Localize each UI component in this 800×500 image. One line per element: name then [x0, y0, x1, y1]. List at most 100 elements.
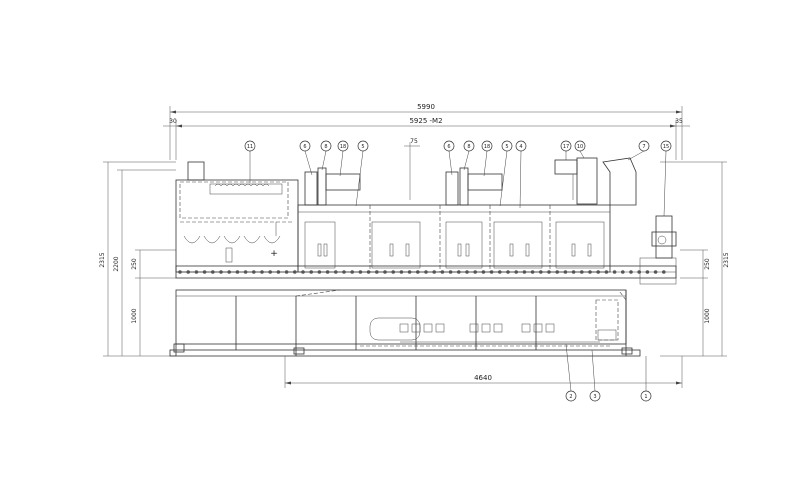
roller	[375, 270, 379, 274]
roller	[268, 270, 273, 274]
callout-11: 11	[244, 140, 256, 152]
roller	[260, 270, 264, 274]
dimension-base-length: 4640	[284, 356, 683, 388]
callout-6b: 6	[443, 140, 455, 152]
roller	[596, 270, 600, 274]
roller	[399, 270, 404, 274]
lower-frame	[169, 289, 641, 357]
roller	[514, 270, 518, 274]
svg-text:10: 10	[577, 144, 583, 150]
inner-width-label: 5925 -M2	[409, 117, 442, 125]
callout-8: 8	[320, 140, 332, 152]
roller	[243, 270, 248, 274]
svg-text:8: 8	[324, 144, 327, 150]
svg-text:11: 11	[247, 144, 253, 150]
dimension-right-heights: 2315 250 1000	[660, 161, 730, 357]
roller	[276, 270, 281, 274]
roller	[202, 270, 207, 274]
left-h1-label: 2315	[99, 252, 106, 267]
svg-text:4: 4	[519, 144, 522, 150]
roller	[448, 270, 453, 274]
roller	[334, 270, 338, 274]
drive-motor	[651, 215, 677, 259]
dimension-inner-width: 5925 -M2 30 35	[163, 117, 690, 160]
roller	[612, 270, 617, 274]
exhaust-stacks	[304, 157, 637, 206]
roller	[235, 270, 240, 274]
roller	[465, 270, 469, 274]
roller	[186, 270, 190, 274]
right-h3-label: 1000	[704, 308, 711, 323]
svg-text:1: 1	[644, 394, 647, 400]
roller	[588, 270, 592, 274]
main-tunnel	[297, 204, 611, 273]
roller	[473, 270, 478, 274]
callout-7: 7	[638, 140, 650, 152]
roller	[325, 270, 330, 274]
callout-5: 5	[357, 140, 369, 152]
callout-2: 2	[565, 390, 577, 402]
svg-text:6: 6	[303, 144, 306, 150]
roller	[530, 270, 535, 274]
roller	[284, 270, 289, 274]
callout-18b: 18	[481, 140, 493, 152]
svg-text:8: 8	[467, 144, 470, 150]
roller	[457, 270, 461, 274]
roller	[342, 270, 346, 274]
svg-text:2: 2	[569, 394, 572, 400]
svg-text:6: 6	[447, 144, 450, 150]
roller	[571, 270, 576, 274]
callout-17: 17	[560, 140, 572, 152]
roller	[522, 270, 527, 274]
roller	[219, 270, 223, 274]
left-h2-label: 2200	[113, 256, 120, 271]
roller	[563, 270, 568, 274]
svg-text:5: 5	[361, 144, 364, 150]
conveyor-rollers	[178, 270, 666, 274]
valve-banks	[360, 317, 617, 347]
roller	[547, 270, 551, 274]
roller	[309, 270, 314, 274]
dimension-overall-width: 5990	[169, 103, 683, 160]
roller	[506, 270, 510, 274]
overall-width-label: 5990	[417, 103, 435, 111]
roller	[391, 270, 396, 274]
top-small-label: 75	[410, 138, 418, 145]
dimension-top-small: 75	[404, 138, 420, 200]
roller	[489, 270, 494, 274]
right-h1-label: 2315	[723, 252, 730, 267]
roller	[211, 270, 215, 274]
roller	[424, 270, 428, 274]
svg-text:15: 15	[663, 144, 669, 150]
roller	[440, 270, 445, 274]
roller	[637, 270, 641, 274]
right-offset-label: 35	[675, 118, 683, 125]
svg-text:18: 18	[484, 144, 490, 150]
roller	[604, 270, 609, 274]
roller	[481, 270, 486, 274]
roller	[580, 270, 584, 274]
callout-15: 15	[660, 140, 672, 152]
right-h2-label: 250	[704, 258, 711, 270]
roller	[317, 270, 322, 274]
left-h3-label: 250	[131, 258, 138, 270]
roller	[645, 270, 650, 274]
roller	[383, 270, 387, 274]
callout-10: 10	[574, 140, 586, 152]
roller	[498, 270, 502, 274]
roller	[621, 270, 625, 274]
callout-4: 4	[515, 140, 527, 152]
roller	[539, 270, 543, 274]
roller	[194, 270, 199, 274]
roller	[358, 270, 363, 274]
left-h4-label: 1000	[131, 308, 138, 323]
roller	[416, 270, 420, 274]
callout-8b: 8	[463, 140, 475, 152]
left-offset-label: 30	[169, 118, 177, 125]
roller	[653, 270, 658, 274]
svg-text:18: 18	[340, 144, 346, 150]
callout-5b: 5	[501, 140, 513, 152]
roller	[178, 270, 182, 274]
left-hood-section: +	[175, 161, 299, 273]
